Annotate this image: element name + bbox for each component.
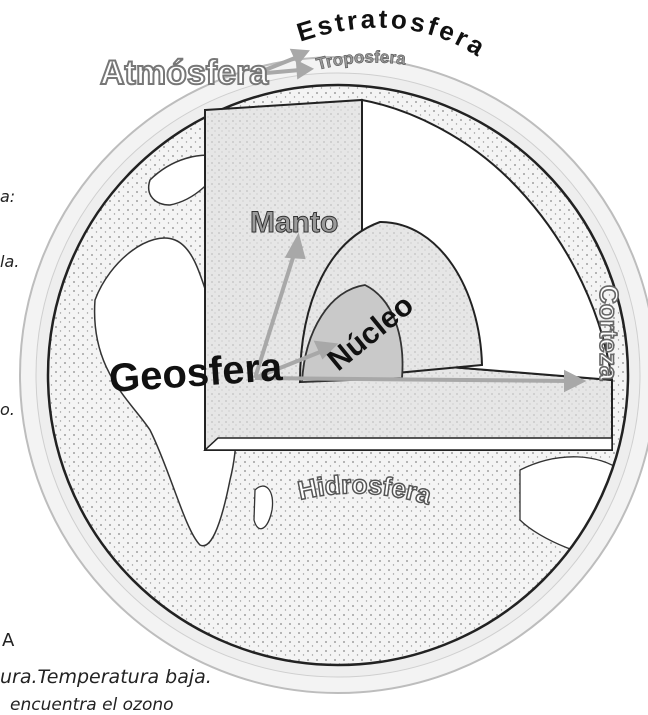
left-fragment-3: o. xyxy=(0,400,15,419)
label-corteza: Corteza xyxy=(594,285,624,381)
bottom-fragment-1: ura.Temperatura baja. xyxy=(0,666,212,688)
left-fragment-1: a: xyxy=(0,187,15,206)
crust-band xyxy=(205,438,612,450)
left-fragment-4: A xyxy=(2,630,14,651)
label-manto: Manto xyxy=(250,206,338,239)
label-atmosfera: Atmósfera xyxy=(100,54,269,92)
left-fragment-2: la. xyxy=(0,252,19,271)
bottom-fragment-2: encuentra el ozono xyxy=(10,695,174,715)
